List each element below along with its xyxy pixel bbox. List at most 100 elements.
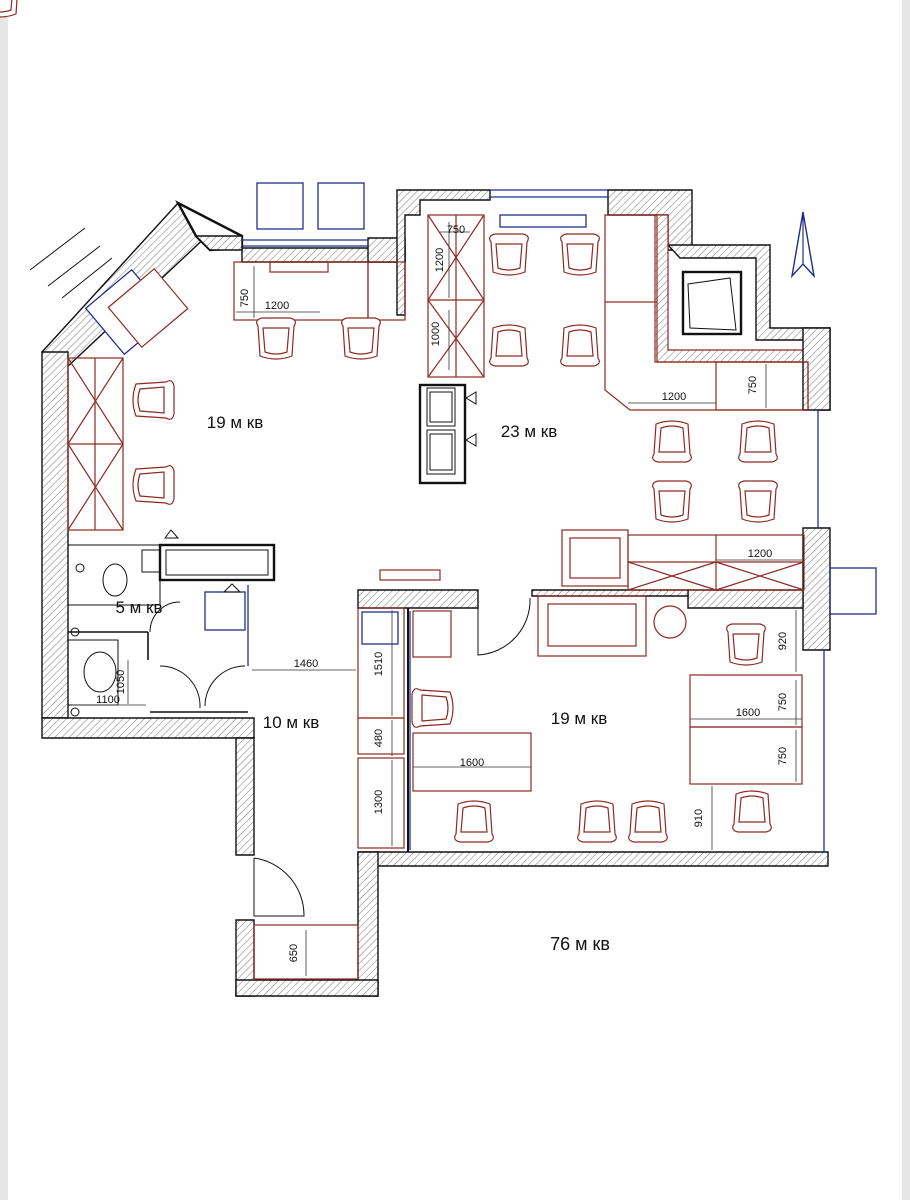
chair — [560, 233, 600, 276]
armchair — [107, 267, 189, 349]
dim-label: 650 — [288, 944, 300, 962]
room-label: 5 м кв — [115, 598, 162, 617]
balcony-line — [47, 245, 101, 287]
stage-marker-icon — [465, 391, 477, 405]
chair — [732, 790, 772, 833]
dim-label: 1600 — [736, 707, 760, 719]
desk-right-2 — [689, 726, 803, 785]
chair — [341, 317, 381, 360]
room-label: 19 м кв — [551, 709, 608, 728]
dim-label: 750 — [447, 224, 465, 236]
dim-label: 750 — [777, 747, 789, 765]
desk-bottom — [412, 732, 532, 792]
chair — [560, 324, 600, 367]
chair — [652, 420, 692, 463]
wall-bottom — [357, 851, 829, 867]
walls — [29, 189, 831, 997]
chair-set — [132, 233, 778, 843]
chair — [577, 800, 617, 843]
window-panel — [829, 567, 877, 615]
chair — [652, 480, 692, 523]
window-panel — [256, 182, 304, 230]
dim-label: 750 — [747, 376, 759, 394]
room-label: 23 м кв — [501, 422, 558, 441]
round-table — [653, 605, 687, 639]
balcony-line — [29, 227, 86, 271]
shoe-rack — [253, 924, 359, 980]
room-label: 19 м кв — [207, 413, 264, 432]
wall-vestibule-right — [357, 851, 379, 997]
chair — [132, 465, 175, 505]
chair — [738, 420, 778, 463]
desk-top-left-inner — [269, 261, 329, 273]
dim-label: 750 — [777, 693, 789, 711]
entrance-door — [253, 857, 305, 917]
counter-right — [715, 361, 809, 411]
dimension-labels: 750 1200 750 1200 1000 1200 750 1200 146… — [96, 224, 789, 962]
wall-left — [41, 351, 69, 719]
desk-top-left-end — [367, 261, 406, 321]
balcony-line — [61, 257, 113, 299]
furniture — [67, 214, 809, 980]
wall-partition-thin — [531, 589, 689, 597]
chairs — [0, 0, 18, 18]
dim-label: 1200 — [265, 300, 289, 312]
chair — [132, 380, 175, 420]
wall-bottom-left — [41, 717, 255, 739]
chair — [489, 324, 529, 367]
dim-label: 1050 — [115, 670, 127, 694]
sink — [204, 591, 246, 631]
stage-marker-icon — [465, 433, 477, 447]
wall-top-center — [396, 189, 491, 316]
chair — [738, 480, 778, 523]
page-margin-right — [902, 0, 910, 1200]
wall-middle-right — [687, 589, 804, 609]
total-area-label: 76 м кв — [550, 934, 610, 954]
bathroom — [67, 529, 276, 717]
chair — [628, 800, 668, 843]
dim-label: 1200 — [662, 391, 686, 403]
chair — [411, 688, 454, 728]
chair — [256, 317, 296, 360]
dim-label: 1100 — [96, 694, 120, 706]
wall-partition-top — [357, 589, 479, 609]
chair — [726, 623, 766, 666]
window-panel — [317, 182, 365, 230]
room-label: 10 м кв — [263, 713, 320, 732]
wall-corridor-left — [235, 737, 255, 856]
dim-label: 910 — [693, 809, 705, 827]
toilet — [102, 563, 128, 597]
dimension-lines — [72, 222, 802, 976]
dim-label: 750 — [239, 289, 251, 307]
dim-label: 480 — [373, 729, 385, 747]
fireplace — [681, 270, 743, 336]
dim-label: 1600 — [460, 757, 484, 769]
door-swing — [477, 597, 531, 656]
dim-label: 1510 — [373, 652, 385, 676]
shelf-small — [412, 610, 452, 658]
dim-label: 1000 — [430, 322, 442, 346]
chair — [489, 233, 529, 276]
door-mat — [379, 569, 441, 581]
dim-label: 1300 — [373, 790, 385, 814]
sink-lower — [361, 611, 399, 645]
dim-label: 920 — [777, 632, 789, 650]
sofa — [537, 595, 647, 657]
wall-right-mid — [802, 527, 831, 651]
dim-label: 1200 — [434, 248, 446, 272]
wall-top-right — [607, 189, 693, 251]
window-sill — [499, 214, 587, 228]
tv-unit — [426, 387, 477, 475]
wall-right-top — [802, 327, 831, 411]
page-margin-left — [0, 0, 8, 1200]
dim-label: 1460 — [294, 658, 318, 670]
cabinet-top-right — [604, 214, 658, 303]
dim-label: 1200 — [748, 548, 772, 560]
wall-vestibule-bottom — [235, 979, 379, 997]
bathtub — [158, 543, 276, 582]
north-arrow-icon — [790, 211, 816, 279]
wall-top-left-corner — [194, 235, 243, 251]
cabinet-lower-3 — [357, 757, 405, 849]
cabinet-lower-2 — [357, 717, 405, 755]
